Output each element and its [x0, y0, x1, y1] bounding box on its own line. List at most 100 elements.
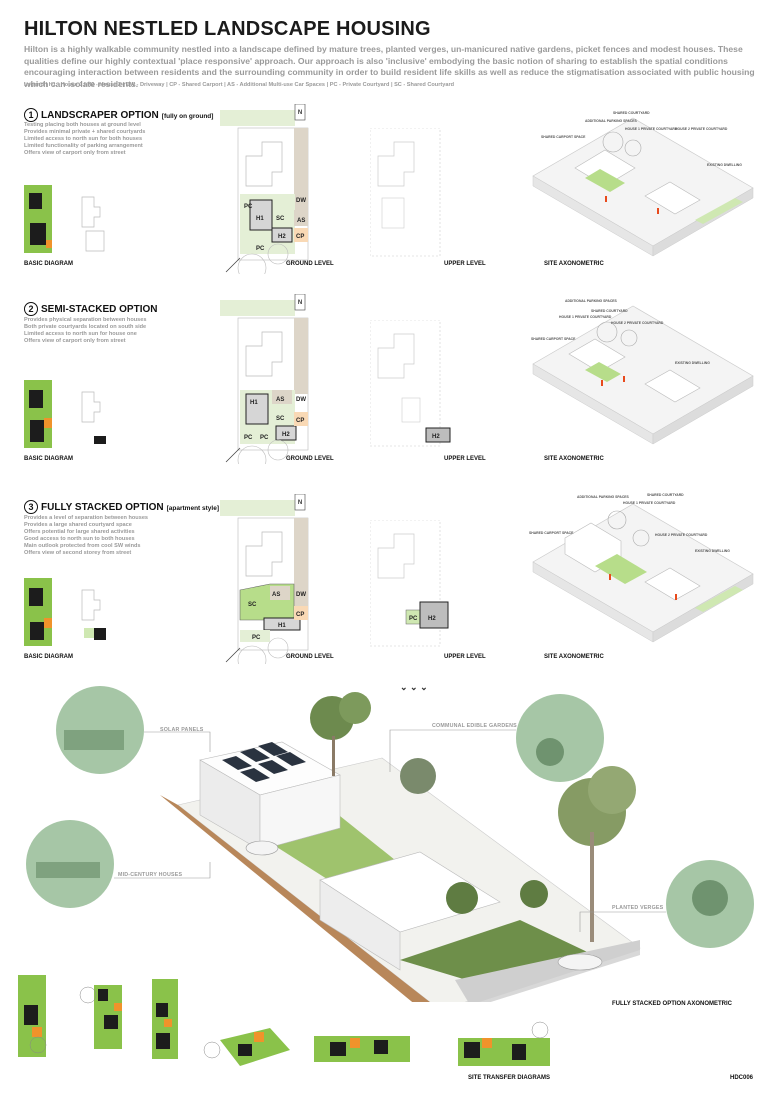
birds-icon: ⌄ ⌄ ⌄: [400, 682, 428, 692]
label-pc: PC: [244, 204, 253, 210]
house-block: [374, 1040, 388, 1054]
existing-house-outline: [377, 533, 415, 579]
upper-courtyard: [84, 628, 94, 638]
option-1-title: LANDSCRAPER OPTION: [41, 110, 159, 121]
label-pc: PC: [409, 616, 418, 622]
label-h2: H2: [282, 432, 290, 438]
tree-outline: [531, 1021, 549, 1039]
label-dw: DW: [296, 198, 306, 204]
tree-icon: [602, 131, 624, 153]
photo-tree-shape: [692, 880, 728, 916]
house-block: [156, 1033, 170, 1049]
leader-line: [389, 729, 516, 772]
carport: [294, 412, 308, 426]
label-dw: DW: [296, 592, 306, 598]
north-label: N: [298, 300, 302, 306]
house-block: [30, 622, 44, 640]
site-axonometric-3: ADDITIONAL PARKING SPACES HOUSE 1 PRIVAT…: [529, 493, 754, 643]
label-pc: PC: [252, 635, 261, 641]
existing-house-outline: [245, 531, 283, 577]
axo-note: EXISTING DWELLING: [707, 163, 742, 167]
house-wall: [259, 774, 341, 851]
carport-block: [32, 1027, 42, 1037]
driveway: [294, 318, 308, 394]
carport: [294, 606, 308, 620]
basic-diagram-2: [24, 380, 106, 448]
option-2-bullets: Provides physical separation between hou…: [24, 317, 146, 345]
label-dw: DW: [296, 397, 306, 403]
site-slab: [532, 305, 754, 435]
house-outline: [381, 197, 405, 229]
tree-icon: [520, 880, 548, 908]
ground-plan-2: N H1 AS DW SC CP PC PC H2: [220, 294, 309, 464]
tree-trunk: [332, 736, 335, 776]
tree-icon: [624, 139, 642, 157]
upper-plan-1: [370, 128, 441, 257]
house-2: [425, 427, 451, 443]
upper-plan-3: PC H2: [370, 520, 449, 647]
solar-panels: [222, 742, 306, 782]
tree-icon: [596, 321, 618, 343]
tree-icon: [588, 766, 636, 814]
house-2: [271, 227, 293, 243]
axo-note: HOUSE 1 PRIVATE COURTYARD: [623, 501, 676, 505]
carport-block: [164, 1019, 172, 1027]
street-arrow: [225, 447, 241, 463]
axo-note: SHARED CARPORT SPACE: [531, 337, 576, 341]
additional-spaces: [294, 210, 308, 226]
tree-outline: [237, 645, 267, 664]
axo-note: HOUSE 2 PRIVATE COURTYARD: [611, 321, 664, 325]
north-arrow-box: [294, 294, 306, 311]
carport: [294, 228, 308, 242]
existing-house-outline: [85, 230, 105, 252]
existing-house-outline: [377, 141, 415, 187]
label-as: AS: [276, 397, 284, 403]
axo-note: HOUSE 1 PRIVATE COURTYARD: [559, 315, 612, 319]
solar-panel: [258, 742, 288, 756]
axo-note: HOUSE 2 PRIVATE COURTYARD: [655, 533, 708, 537]
bullet: Testing placing both houses at ground le…: [24, 122, 141, 128]
bullet: Offers view of carport only from street: [24, 150, 126, 156]
basic-diagram-3: [24, 578, 106, 646]
solar-panel: [240, 768, 270, 782]
carport-block: [46, 240, 52, 248]
site-boundary: [370, 128, 441, 257]
tree-outline: [29, 1036, 47, 1054]
axo-note: SHARED COURTYARD: [591, 309, 628, 313]
photo-planter-shape: [536, 738, 564, 766]
house-block: [238, 1044, 252, 1056]
basic-diagram-1: [24, 185, 105, 253]
house-1: [249, 199, 273, 231]
bullet: Offers potential for large shared activi…: [24, 529, 135, 535]
option-3-number: 3: [24, 500, 38, 514]
tree-outline: [237, 253, 267, 274]
label-cp: CP: [296, 234, 304, 240]
verge-strip: [695, 198, 743, 224]
photo-house-shape: [36, 862, 100, 878]
axo-note: SHARED CARPORT SPACE: [541, 135, 586, 139]
upper-level-2-caption: UPPER LEVEL: [444, 456, 486, 462]
street-verge: [220, 500, 295, 516]
carport-block: [114, 1003, 122, 1011]
label-as: AS: [272, 592, 280, 598]
tree-icon: [400, 758, 436, 794]
bullet: Provides a level of separation between h…: [24, 515, 149, 521]
tree-outline: [267, 439, 289, 461]
existing-dwelling-wall: [319, 879, 401, 971]
existing-house-outline: [377, 333, 415, 379]
ground-level-2-caption: GROUND LEVEL: [286, 456, 334, 462]
house-block: [512, 1044, 526, 1060]
option-1-subtitle: [fully on ground]: [161, 113, 214, 120]
site-slab: [532, 503, 754, 633]
upper-plan-2: H2: [370, 320, 451, 447]
axo-note: HOUSE 2 PRIVATE COURTYARD: [675, 127, 728, 131]
car-icon: [245, 840, 279, 856]
site-axonometric-2: ADDITIONAL PARKING SPACES SHARED COURTYA…: [531, 299, 754, 445]
street-verge: [220, 110, 295, 126]
transfer-diagrams-horizontal: [203, 1021, 550, 1066]
label-sc: SC: [276, 416, 285, 422]
site-green: [314, 1036, 410, 1062]
house-outline: [401, 397, 421, 423]
